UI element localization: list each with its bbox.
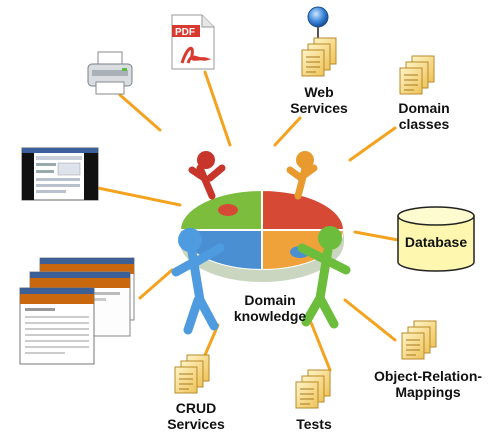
label-center: Domain knowledge bbox=[222, 292, 318, 324]
label-tests-text: Tests bbox=[296, 416, 332, 432]
label-crud-line2: Services bbox=[167, 416, 225, 432]
browser-windows-icon bbox=[19, 257, 135, 365]
label-web-services-line2: Services bbox=[290, 100, 348, 116]
label-center-line2: knowledge bbox=[233, 308, 307, 324]
puzzle-figures-icon bbox=[171, 151, 351, 335]
label-crud-line1: CRUD bbox=[175, 400, 217, 416]
label-web-services: Web Services bbox=[282, 84, 356, 116]
connector-printer bbox=[118, 93, 162, 132]
screenshot-window-icon bbox=[21, 147, 99, 201]
database-cylinder-icon bbox=[397, 206, 475, 272]
label-orm-line2: Mappings bbox=[395, 384, 461, 400]
connector-orm bbox=[343, 298, 397, 342]
pdf-tag: PDF bbox=[175, 27, 195, 38]
connector-web-services bbox=[273, 116, 302, 147]
connector-browser bbox=[138, 268, 174, 300]
label-orm-line1: Object-Relation- bbox=[373, 368, 483, 384]
connector-domain-classes bbox=[348, 126, 397, 162]
connector-tests bbox=[308, 318, 332, 372]
document-stack-icon-web-services bbox=[301, 37, 337, 77]
document-stack-icon-tests bbox=[295, 369, 331, 409]
printer-icon bbox=[87, 51, 133, 95]
label-tests: Tests bbox=[284, 416, 344, 432]
connector-lines bbox=[96, 70, 400, 372]
label-database: Database bbox=[398, 234, 474, 250]
label-center-line1: Domain bbox=[244, 292, 296, 308]
document-stack-icon-crud bbox=[174, 354, 210, 394]
pdf-icon: PDF bbox=[171, 14, 215, 70]
label-domain-classes-line2: classes bbox=[398, 116, 450, 132]
label-domain-classes-line1: Domain bbox=[398, 100, 450, 116]
connector-screenshot bbox=[96, 186, 182, 207]
label-orm: Object-Relation- Mappings bbox=[362, 368, 494, 400]
document-stack-icon-orm bbox=[401, 320, 437, 360]
label-crud: CRUD Services bbox=[156, 400, 236, 432]
globe-icon bbox=[307, 6, 329, 40]
label-database-text: Database bbox=[404, 234, 468, 250]
label-domain-classes: Domain classes bbox=[384, 100, 464, 132]
label-web-services-line1: Web bbox=[304, 84, 334, 100]
connector-pdf bbox=[203, 70, 232, 147]
connector-database bbox=[353, 230, 400, 242]
document-stack-icon-domain-classes bbox=[399, 55, 435, 95]
